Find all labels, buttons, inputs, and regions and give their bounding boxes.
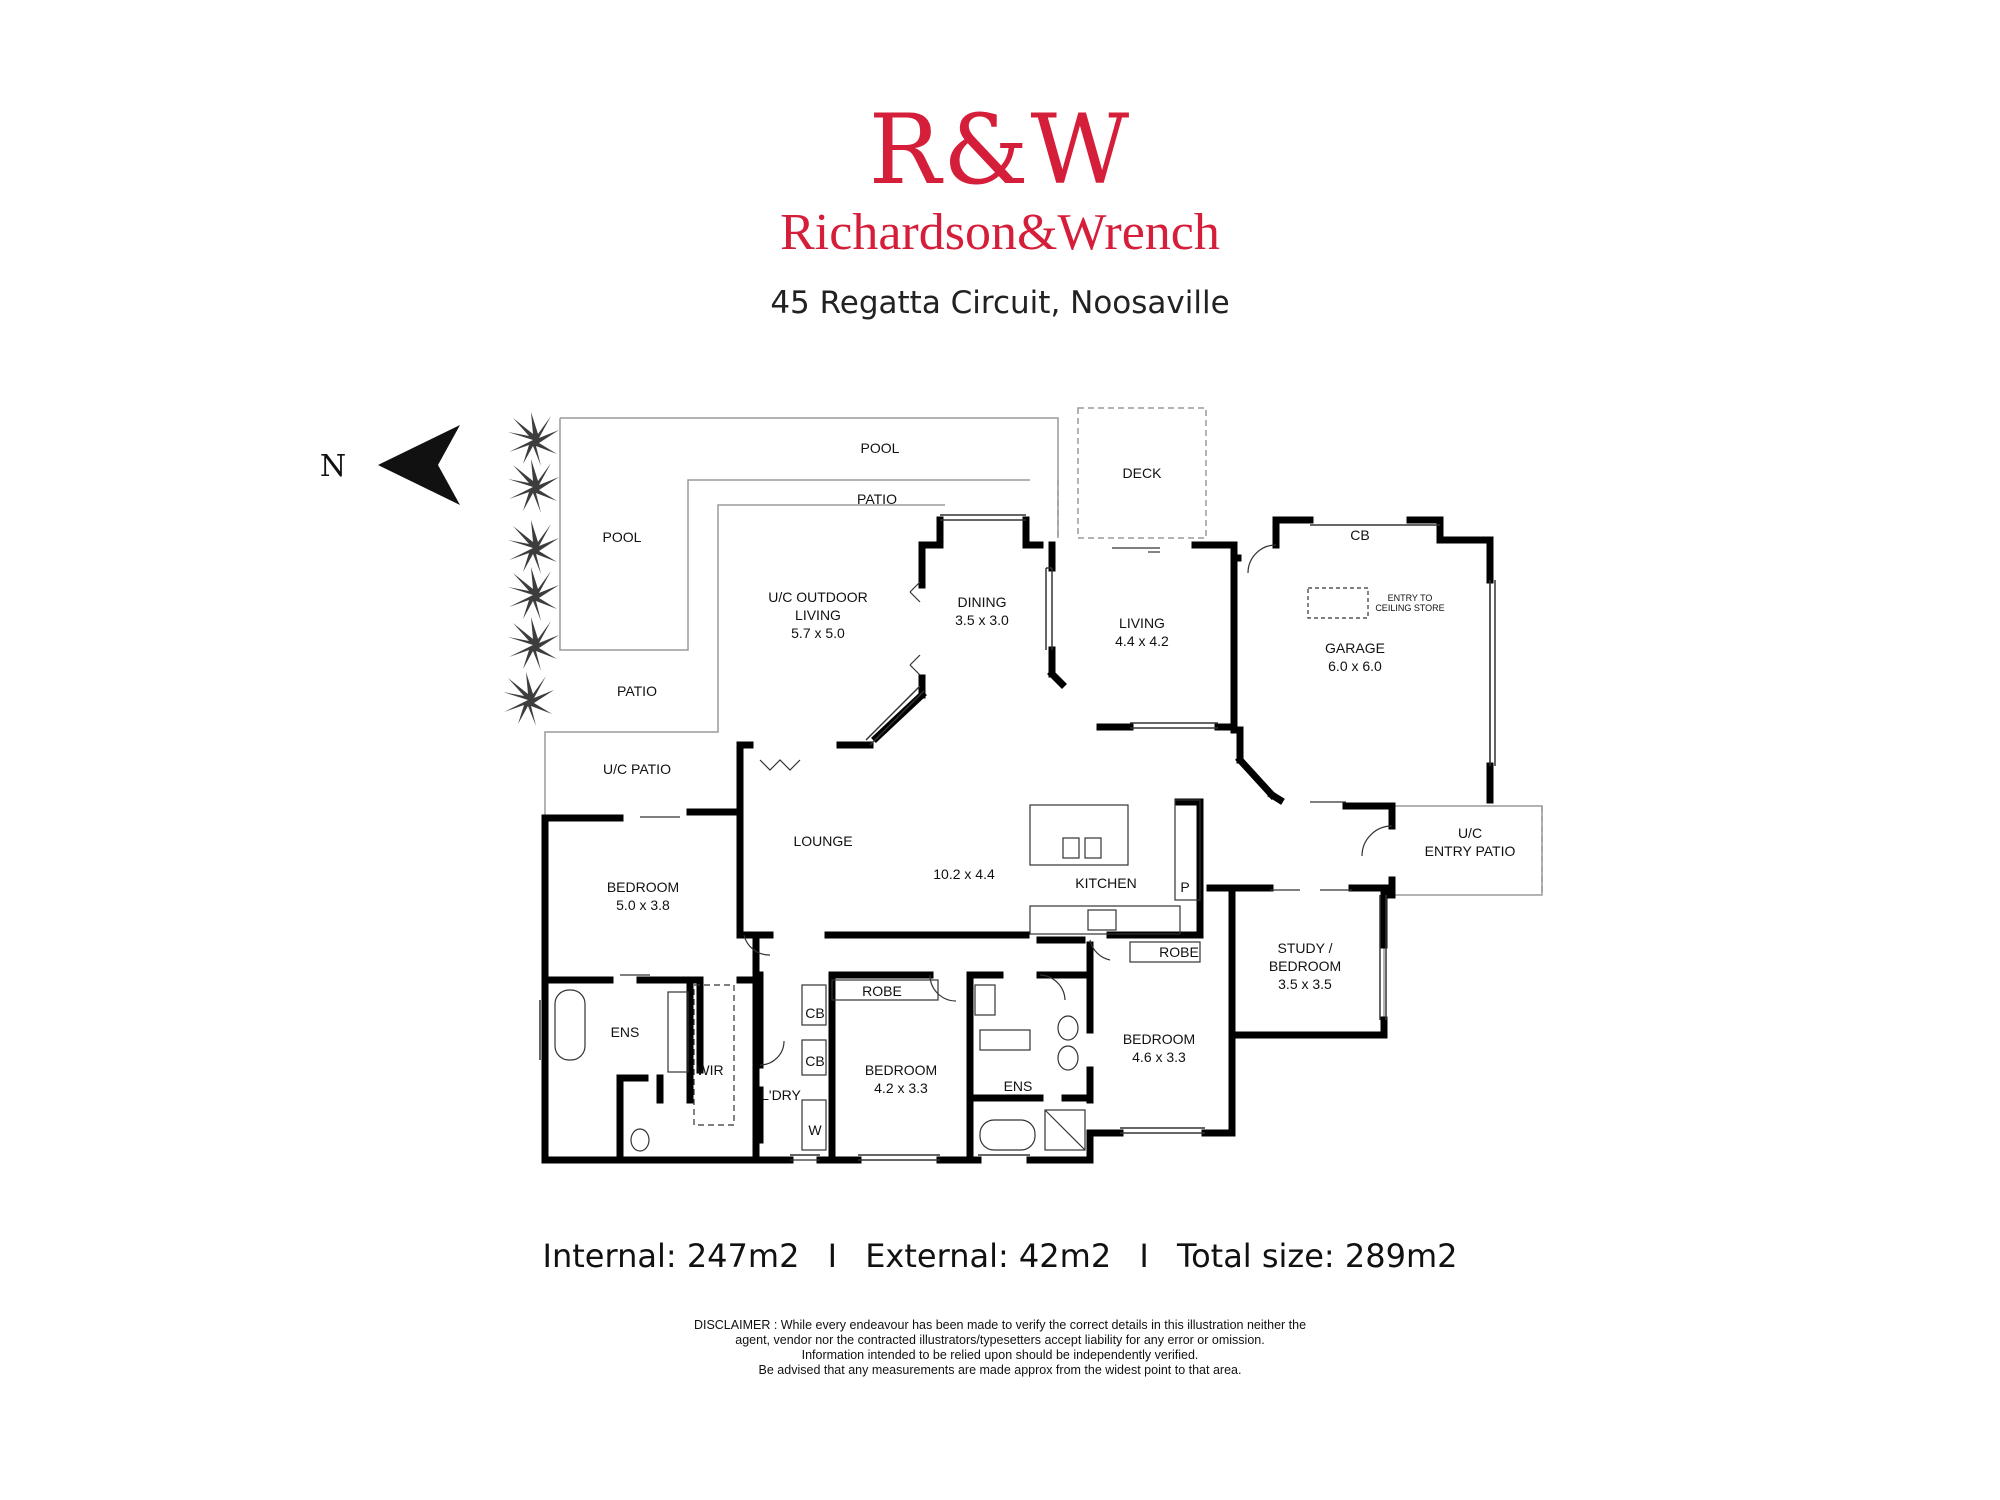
dim-study: 3.5 x 3.5 <box>1278 976 1332 992</box>
label-uc-outdoor-living-2: LIVING <box>795 607 841 623</box>
dim-bedroom-2: 4.2 x 3.3 <box>874 1080 928 1096</box>
north-arrow-icon <box>378 425 460 505</box>
label-living: LIVING <box>1119 615 1165 631</box>
disclaimer-line: agent, vendor nor the contracted illustr… <box>735 1333 1265 1347</box>
interior-walls <box>541 516 1494 1164</box>
label-patio-top: PATIO <box>857 491 897 507</box>
dim-living: 4.4 x 4.2 <box>1115 633 1169 649</box>
label-pool-left: POOL <box>603 529 642 545</box>
label-bedroom-3: BEDROOM <box>1123 1031 1195 1047</box>
label-pantry: P <box>1180 879 1189 895</box>
label-ens-2: ENS <box>1004 1078 1033 1094</box>
door-markers <box>620 544 1393 1161</box>
brand-name: Richardson&Wrench <box>780 204 1220 261</box>
total-label: Total size: <box>1176 1237 1335 1275</box>
external-value: 42m2 <box>1018 1237 1112 1275</box>
label-ens-main: ENS <box>611 1024 640 1040</box>
separator: I <box>827 1237 838 1275</box>
outdoor-outlines <box>544 407 1543 1020</box>
label-cb-lower: CB <box>805 1053 824 1069</box>
dim-garage: 6.0 x 6.0 <box>1328 658 1382 674</box>
label-cb-upper: CB <box>805 1005 824 1021</box>
property-address: 45 Regatta Circuit, Noosaville <box>770 285 1230 321</box>
label-kitchen: KITCHEN <box>1075 875 1136 891</box>
label-dining: DINING <box>958 594 1007 610</box>
dim-bedroom-main: 5.0 x 3.8 <box>616 897 670 913</box>
disclaimer: DISCLAIMER : While every endeavour has b… <box>600 1318 1400 1378</box>
fixtures <box>554 587 1369 1152</box>
dim-bedroom-3: 4.6 x 3.3 <box>1132 1049 1186 1065</box>
label-washer: W <box>808 1122 822 1138</box>
label-ceiling-store-2: CEILING STORE <box>1375 603 1444 613</box>
label-robe-bedroom-2: ROBE <box>862 983 902 999</box>
separator: I <box>1139 1237 1149 1275</box>
label-garage-cb: CB <box>1350 527 1369 543</box>
label-study-2: BEDROOM <box>1269 958 1341 974</box>
label-patio-left: PATIO <box>617 683 657 699</box>
label-garage: GARAGE <box>1325 640 1385 656</box>
label-uc-entry-patio-1: U/C <box>1458 825 1482 841</box>
internal-value: 247m2 <box>686 1237 800 1275</box>
disclaimer-line: DISCLAIMER : While every endeavour has b… <box>693 1318 1307 1332</box>
palm-tree-icons <box>503 412 559 726</box>
windows <box>539 514 1496 1161</box>
dim-lounge-kitchen: 10.2 x 4.4 <box>933 866 995 882</box>
north-label: N <box>320 449 346 484</box>
disclaimer-line: Be advised that any measurements are mad… <box>758 1363 1242 1377</box>
disclaimer-line: Information intended to be relied upon s… <box>801 1348 1199 1362</box>
label-robe-bedroom-3: ROBE <box>1159 944 1199 960</box>
label-uc-outdoor-living-1: U/C OUTDOOR <box>768 589 868 605</box>
label-deck: DECK <box>1123 465 1163 481</box>
brand-logo-mark: R&W <box>868 94 1132 206</box>
label-pool-top: POOL <box>861 440 900 456</box>
external-label: External: <box>865 1237 1009 1275</box>
label-bedroom-2: BEDROOM <box>865 1062 937 1078</box>
label-ceiling-store-1: ENTRY TO <box>1388 593 1433 603</box>
label-bedroom-main: BEDROOM <box>607 879 679 895</box>
label-lounge: LOUNGE <box>793 833 852 849</box>
dim-dining: 3.5 x 3.0 <box>955 612 1009 628</box>
label-laundry: L'DRY <box>761 1087 801 1103</box>
floor-area-summary: Internal: 247m2 I External: 42m2 I Total… <box>0 1240 2000 1272</box>
label-wir: WIR <box>696 1062 723 1078</box>
label-uc-patio: U/C PATIO <box>603 761 671 777</box>
label-uc-entry-patio-2: ENTRY PATIO <box>1425 843 1516 859</box>
label-study-1: STUDY / <box>1278 940 1333 956</box>
dim-uc-outdoor-living: 5.7 x 5.0 <box>791 625 845 641</box>
total-value: 289m2 <box>1344 1237 1458 1275</box>
internal-label: Internal: <box>542 1237 677 1275</box>
